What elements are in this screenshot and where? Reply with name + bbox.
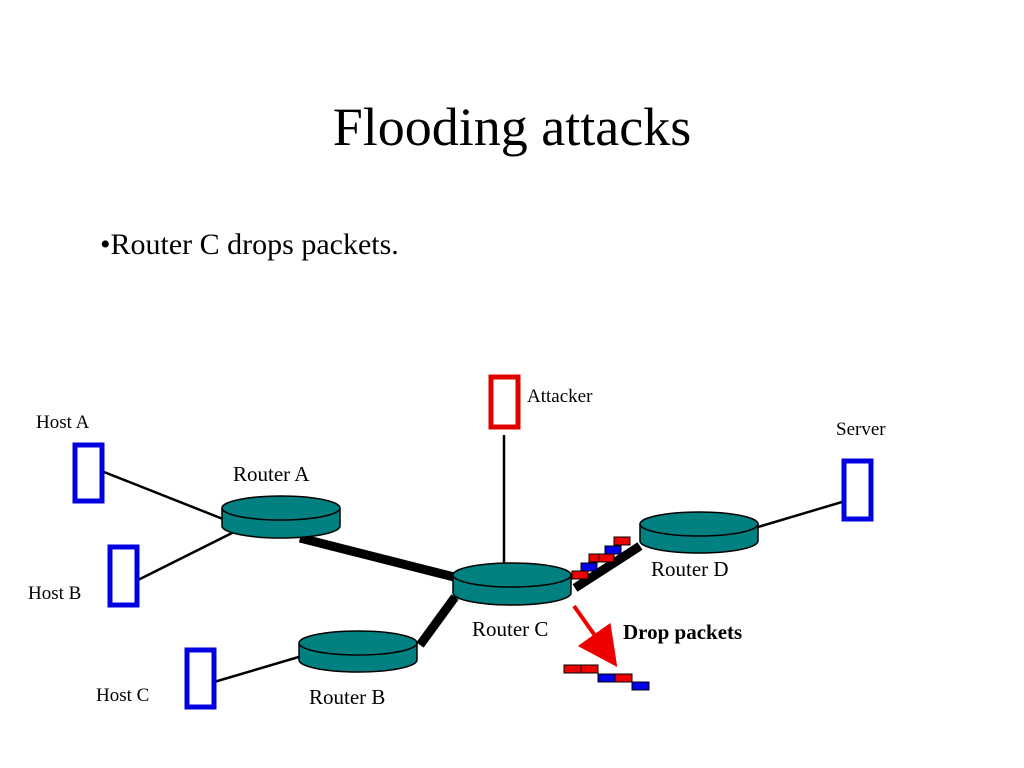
router-b-label: Router B: [309, 685, 385, 709]
packet-red: [580, 664, 599, 674]
router-b: [298, 630, 418, 673]
host-a-icon: [72, 442, 105, 504]
queued-packets: [571, 536, 631, 580]
server-icon: [841, 458, 874, 522]
link-routerc-routerd: [572, 542, 643, 592]
link-hosta-routera: [103, 470, 229, 523]
router-c: [452, 562, 572, 606]
packet-red: [571, 570, 589, 580]
packet-red: [563, 664, 582, 674]
server-label: Server: [836, 419, 886, 440]
packet-red: [588, 553, 600, 563]
host-a-label: Host A: [36, 412, 90, 433]
drop-arrow: [572, 604, 618, 668]
host-c-icon: [184, 647, 217, 710]
router-d-label: Router D: [651, 557, 729, 581]
link-server-routerd: [757, 500, 843, 529]
host-b-icon: [107, 544, 140, 608]
packet-blue: [631, 681, 650, 691]
router-c-label: Router C: [472, 617, 548, 641]
router-d: [639, 511, 759, 554]
router-a: [221, 495, 341, 539]
packet-red: [597, 553, 615, 563]
router-a-label: Router A: [233, 462, 310, 486]
link-routera-routerc: [298, 533, 460, 583]
host-b-label: Host B: [28, 583, 81, 604]
packet-red: [614, 673, 633, 683]
packet-red: [613, 536, 631, 546]
dropped-packets: [563, 664, 650, 691]
attacker-label: Attacker: [527, 386, 593, 407]
link-hostb-routera: [137, 528, 239, 582]
host-c-label: Host C: [96, 685, 149, 706]
packet-blue: [580, 562, 598, 572]
link-hostc-routerb: [213, 654, 303, 684]
packet-blue: [597, 673, 616, 683]
bullet-text: •Router C drops packets.: [100, 228, 399, 261]
attacker-icon: [488, 374, 521, 430]
link-routerb-routerc: [416, 594, 459, 648]
packet-blue: [604, 545, 622, 555]
drop-packets-label: Drop packets: [623, 620, 742, 644]
slide-title: Flooding attacks: [332, 97, 692, 157]
